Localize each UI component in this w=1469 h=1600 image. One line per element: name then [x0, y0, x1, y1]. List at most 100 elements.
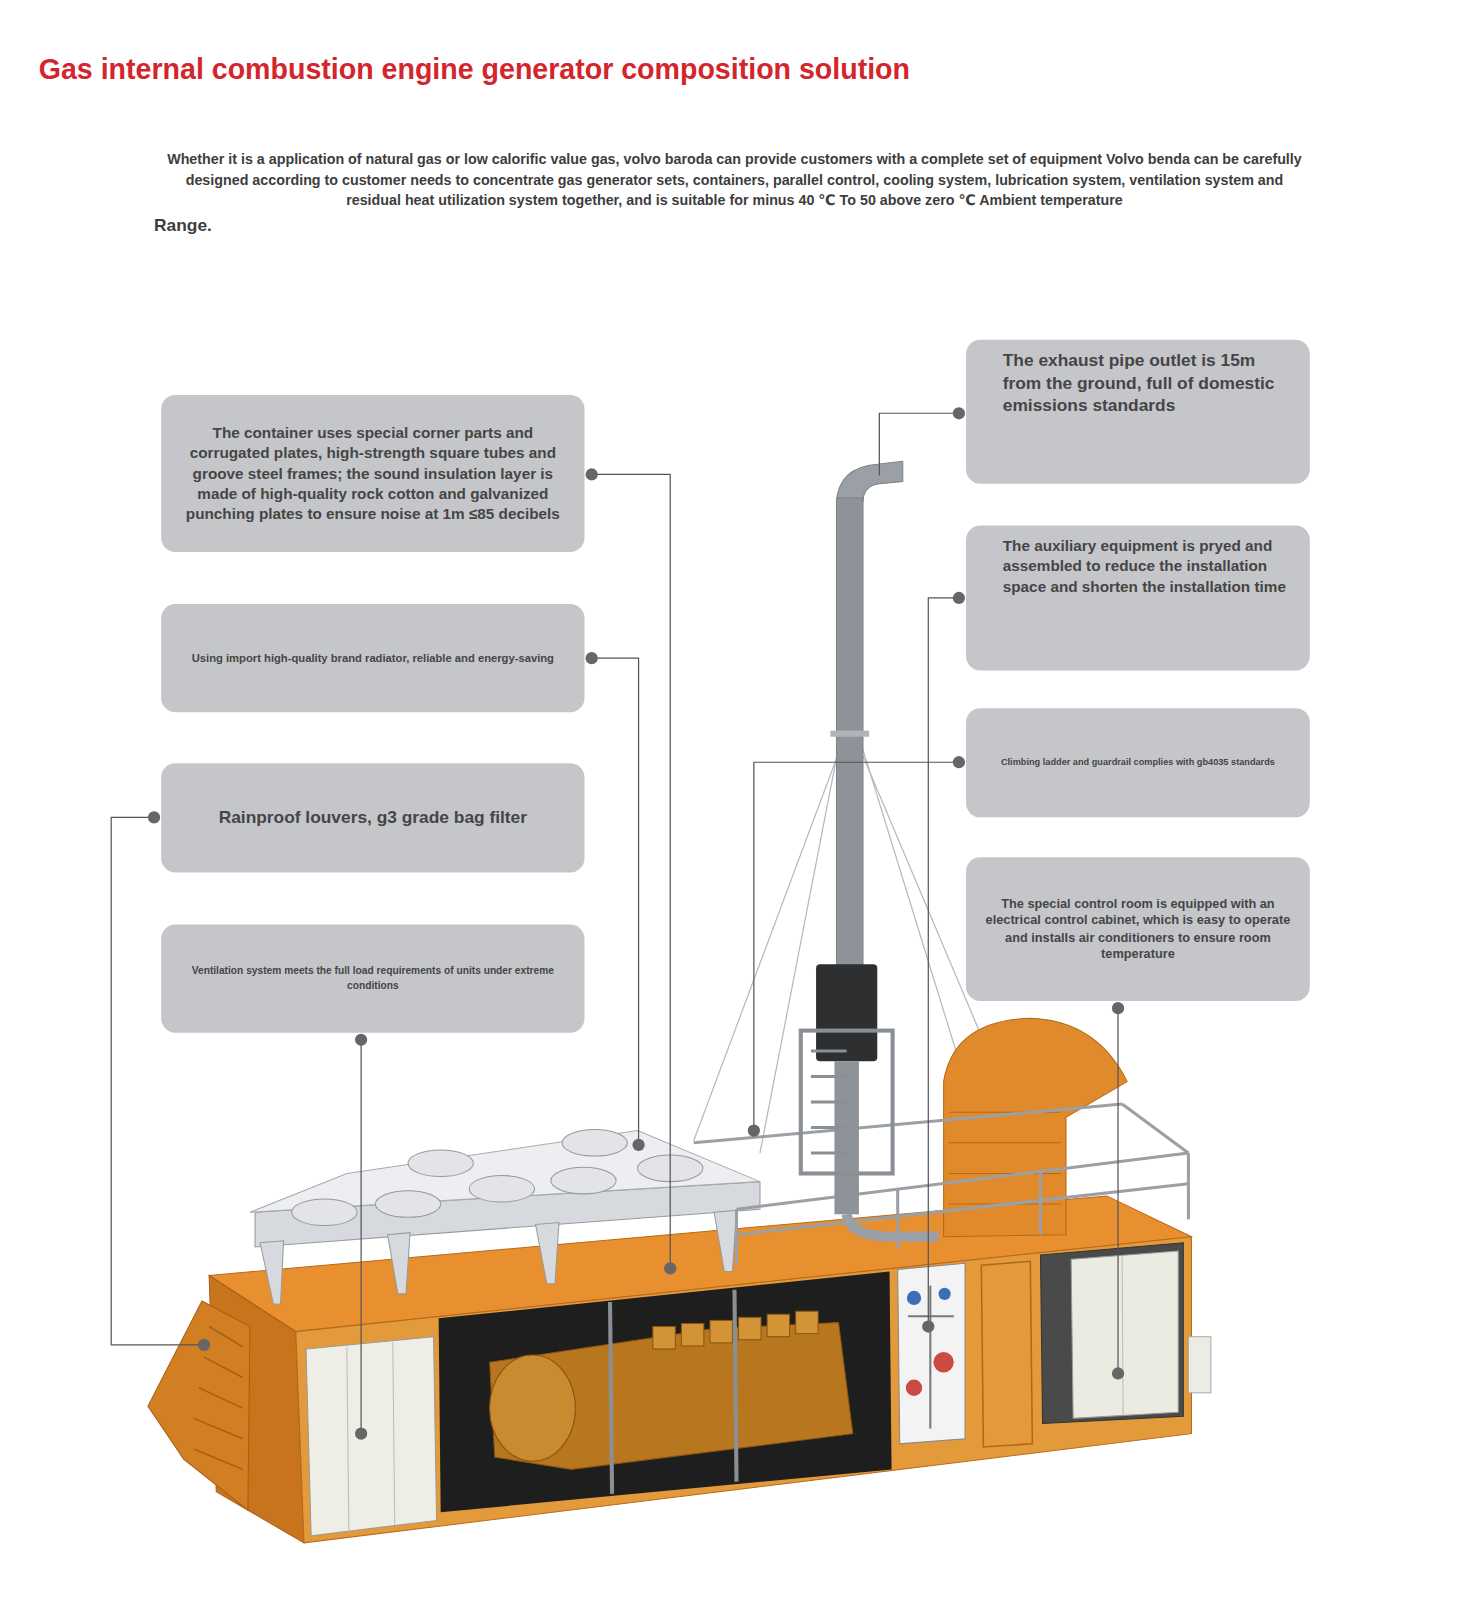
rail — [737, 1153, 1189, 1209]
post — [1039, 1171, 1042, 1234]
callout-box: The special control room is equipped wit… — [966, 857, 1310, 1001]
fan — [562, 1130, 627, 1157]
callout-text: The container uses special corner parts … — [180, 422, 567, 524]
intro-text: Whether it is a application of natural g… — [163, 149, 1306, 210]
leader-dot — [586, 652, 598, 664]
leader-line — [111, 817, 204, 1345]
rail — [737, 1184, 1189, 1235]
callout-box: Climbing ladder and guardrail complies w… — [966, 708, 1310, 817]
radiator-fans — [292, 1130, 703, 1226]
louver-slat — [199, 1388, 243, 1408]
pump — [906, 1380, 922, 1396]
cylinder-head — [681, 1323, 703, 1345]
louver-slat — [194, 1449, 243, 1469]
fan — [408, 1150, 473, 1177]
auxiliary-room — [898, 1263, 965, 1444]
exhaust-elbow — [836, 461, 902, 502]
cylinder-head — [653, 1327, 675, 1349]
callout-text: Rainproof louvers, g3 grade bag filter — [180, 807, 567, 829]
cylinder-head — [739, 1317, 761, 1339]
leader-dot — [664, 1262, 676, 1274]
rung — [811, 1101, 847, 1104]
leader-line — [879, 413, 959, 475]
leader-dot — [1112, 1002, 1124, 1014]
cabinet-line — [393, 1342, 395, 1526]
intro-text-end: Range. — [154, 214, 766, 236]
exhaust-pipe-lower — [834, 1061, 858, 1214]
callout-box: The container uses special corner parts … — [161, 395, 584, 552]
leader-line — [928, 598, 959, 1327]
callout-text: The auxiliary equipment is pryed and ass… — [1003, 536, 1298, 597]
rung — [811, 1075, 847, 1078]
fan — [292, 1199, 357, 1226]
rail — [1122, 1104, 1188, 1153]
louver-slat — [204, 1357, 243, 1377]
stack-frame — [801, 1031, 893, 1174]
leader-line — [592, 658, 639, 1145]
engine-block — [490, 1322, 853, 1469]
pump — [933, 1352, 953, 1372]
fan — [551, 1167, 616, 1194]
door — [981, 1261, 1032, 1447]
post — [1187, 1153, 1190, 1219]
flange — [830, 731, 869, 737]
leader-dot — [355, 1428, 367, 1440]
cylinder-head — [796, 1311, 818, 1333]
cabinet-line — [347, 1347, 349, 1531]
cylinder-head — [710, 1320, 732, 1342]
leader-line — [754, 762, 959, 1130]
post — [735, 1209, 738, 1265]
leader-dot — [1112, 1367, 1124, 1379]
ladder — [811, 1051, 847, 1153]
callout-text: Climbing ladder and guardrail complies w… — [978, 756, 1297, 769]
grille-line — [949, 1142, 1061, 1143]
fan — [375, 1191, 440, 1218]
callout-box: The auxiliary equipment is pryed and ass… — [966, 526, 1310, 671]
room-pillars — [610, 1290, 736, 1494]
callout-text: The exhaust pipe outlet is 15m from the … — [1003, 350, 1294, 417]
guardrail — [694, 1104, 1189, 1265]
louver-slats — [194, 1327, 243, 1470]
leader-dot — [198, 1339, 210, 1351]
exhaust-connection — [847, 1214, 939, 1236]
callout-box: Rainproof louvers, g3 grade bag filter — [161, 763, 584, 872]
intro-block: Whether it is a application of natural g… — [0, 149, 1469, 237]
louver-slat — [194, 1418, 243, 1438]
page-title: Gas internal combustion engine generator… — [39, 53, 910, 86]
louver-slat — [209, 1327, 243, 1347]
cylinder-head — [767, 1314, 789, 1336]
pipe — [929, 1286, 931, 1429]
callout-text: The special control room is equipped wit… — [980, 895, 1295, 962]
leader-line — [361, 1040, 362, 1434]
rung — [811, 1049, 847, 1052]
generator-housing — [490, 1355, 576, 1461]
leader-line — [1117, 1008, 1118, 1373]
leader-dot — [355, 1034, 367, 1046]
control-room — [1041, 1243, 1184, 1424]
callout-box: The exhaust pipe outlet is 15m from the … — [966, 340, 1310, 484]
grille-line — [949, 1173, 1061, 1174]
leader-dot — [748, 1124, 760, 1136]
rail — [694, 1104, 1122, 1143]
leader-dot — [953, 756, 965, 768]
rung — [811, 1152, 847, 1155]
callout-box: Ventilation system meets the full load r… — [161, 924, 584, 1032]
leader-dot — [922, 1320, 934, 1332]
leader-dot — [632, 1139, 644, 1151]
callout-box: Using import high-quality brand radiator… — [161, 604, 584, 712]
radiator-leg — [536, 1222, 559, 1283]
valve — [907, 1291, 921, 1305]
fan — [469, 1176, 534, 1203]
pillar — [610, 1302, 612, 1494]
duct-grille — [949, 1112, 1061, 1204]
control-cabinet — [1071, 1251, 1178, 1418]
callout-text: Ventilation system meets the full load r… — [171, 964, 574, 993]
leader-dot — [953, 592, 965, 604]
leader-dot — [586, 468, 598, 480]
container-front — [296, 1237, 1192, 1543]
guy-wire — [694, 737, 845, 1141]
callout-text: Using import high-quality brand radiator… — [180, 651, 567, 666]
end-box — [1188, 1337, 1210, 1393]
louver-hood — [148, 1301, 250, 1510]
